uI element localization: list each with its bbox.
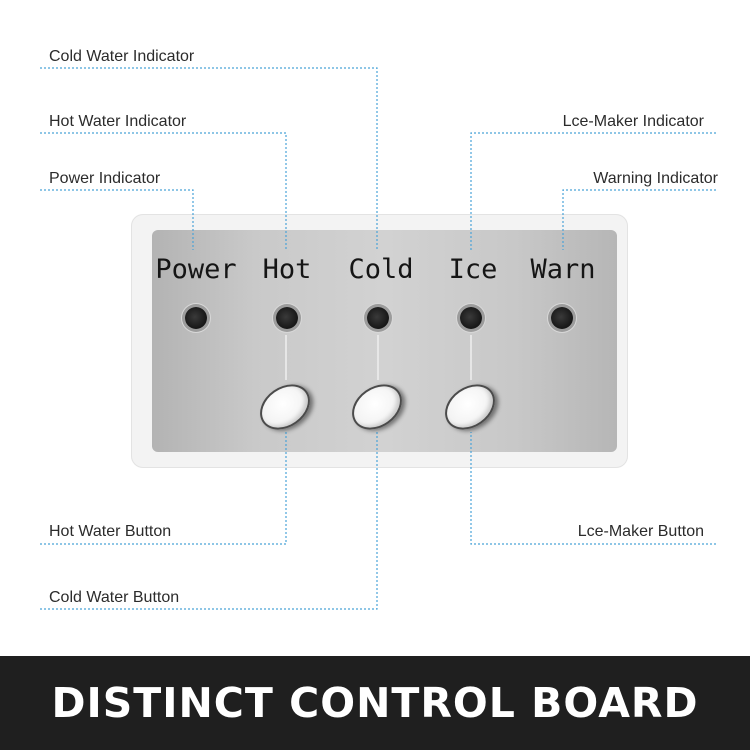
power-indicator-led: [185, 307, 207, 329]
callout-hot-water-indicator: Hot Water Indicator: [49, 113, 187, 130]
callout-cold-water-button: Cold Water Button: [49, 589, 180, 606]
callout-warning-indicator: Warning Indicator: [593, 170, 718, 187]
hot-indicator-led: [276, 307, 298, 329]
leader-cold-water-indicator: [40, 67, 378, 250]
callout-cold-water-indicator: Cold Water Indicator: [49, 48, 195, 65]
panel-label-hot: Hot: [262, 254, 312, 285]
ice-indicator-led: [460, 307, 482, 329]
leader-ice-maker-button: [470, 432, 716, 545]
callout-hot-water-button: Hot Water Button: [49, 523, 172, 540]
leader-hot-water-button: [40, 432, 287, 545]
leader-power-indicator: [40, 189, 194, 250]
panel-label-cold: Cold: [348, 254, 414, 285]
leader-ice-maker-indicator: [470, 132, 716, 250]
callout-power-indicator: Power Indicator: [49, 170, 161, 187]
callout-ice-maker-button: Lce-Maker Button: [577, 523, 704, 540]
leader-hot-water-indicator: [40, 132, 287, 250]
leader-cold-water-button: [40, 432, 378, 610]
panel-label-ice: Ice: [448, 254, 498, 285]
panel-label-warn: Warn: [530, 254, 596, 285]
leader-warning-indicator: [562, 189, 716, 250]
cold-indicator-led: [367, 307, 389, 329]
panel-label-power: Power: [155, 254, 237, 285]
warn-indicator-led: [551, 307, 573, 329]
title-banner: DISTINCT CONTROL BOARD: [0, 656, 750, 750]
banner-title: DISTINCT CONTROL BOARD: [51, 679, 699, 727]
callout-ice-maker-indicator: Lce-Maker Indicator: [562, 113, 704, 130]
